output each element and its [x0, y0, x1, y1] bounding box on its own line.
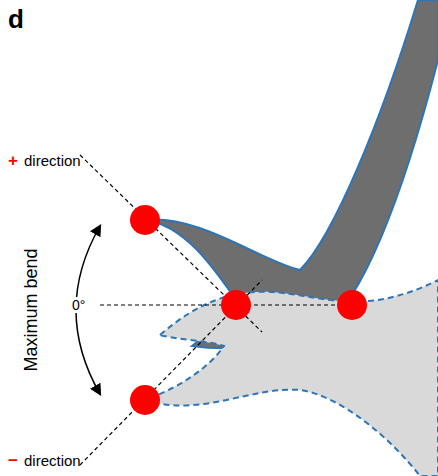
axis-label: Maximum bend [22, 248, 40, 371]
bent-fish [145, 280, 438, 476]
sign-symbol: + [8, 152, 18, 169]
direction-label: direction [24, 453, 81, 468]
marker-dots [130, 205, 367, 415]
panel-letter: d [8, 6, 24, 32]
angle-lines [80, 155, 352, 465]
sign-symbol: − [8, 452, 18, 469]
angle-label: 0° [70, 297, 87, 313]
direction-label: direction [24, 153, 81, 168]
